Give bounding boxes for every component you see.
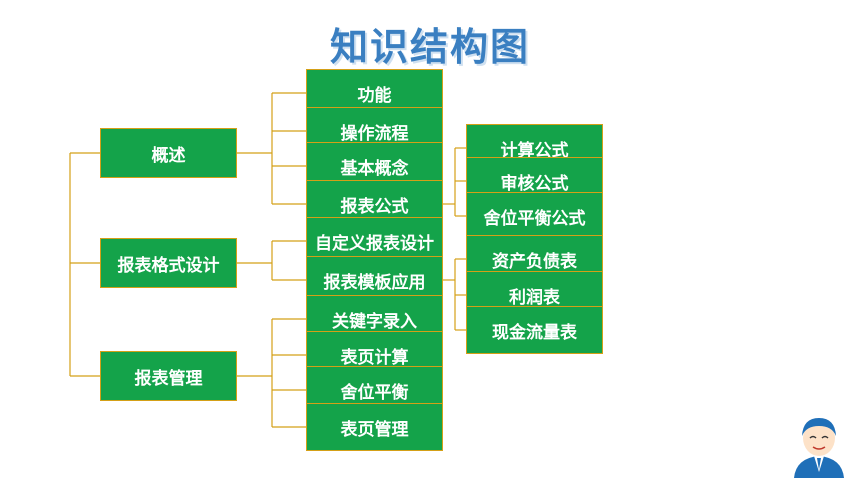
node-page-management: 表页管理: [306, 403, 443, 451]
node-report-format-design: 报表格式设计: [100, 238, 237, 288]
node-rounding-formula: 舍位平衡公式: [466, 192, 603, 240]
node-overview: 概述: [100, 128, 237, 178]
page-title: 知识结构图: [329, 25, 530, 69]
person-avatar-icon: [794, 418, 844, 478]
node-report-management: 报表管理: [100, 351, 237, 401]
node-cash-flow-statement: 现金流量表: [466, 306, 603, 354]
